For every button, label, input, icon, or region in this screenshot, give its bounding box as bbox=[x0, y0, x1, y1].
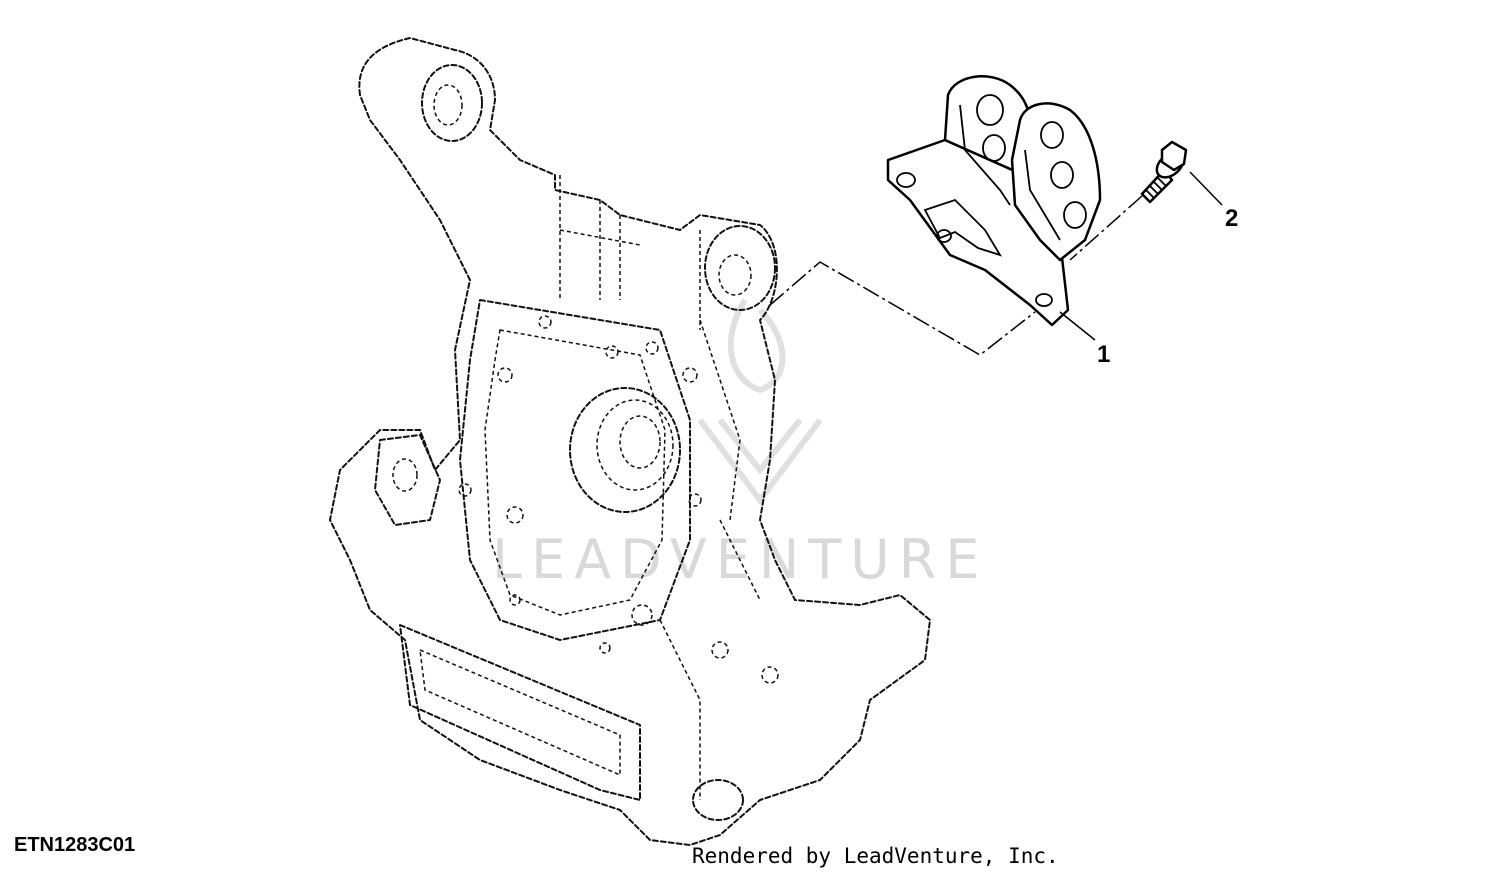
right-boss bbox=[704, 225, 776, 311]
cover-bolt-holes bbox=[458, 315, 779, 684]
plate-hole bbox=[936, 229, 952, 243]
watermark-text: LEADVENTURE bbox=[492, 528, 988, 591]
watermark: LEADVENTURE bbox=[492, 298, 988, 591]
ear-hole bbox=[1063, 201, 1087, 229]
seal-ring-inner bbox=[619, 415, 661, 469]
oil-pan-rail-inner bbox=[419, 648, 621, 777]
bracket-rib bbox=[959, 104, 1061, 241]
figure-code: ETN1283C01 bbox=[14, 834, 136, 856]
assembly-centerline bbox=[769, 261, 1036, 356]
lower-pulley-boss bbox=[692, 779, 744, 821]
callout-2-label: 2 bbox=[1225, 205, 1238, 232]
right-boss-bore bbox=[718, 254, 752, 296]
housing-ribs bbox=[559, 175, 761, 800]
ear-hole bbox=[976, 94, 1004, 126]
ear-hole bbox=[982, 134, 1006, 162]
oil-pan-rail bbox=[399, 624, 641, 801]
bolt-threads bbox=[1145, 177, 1167, 199]
front-cover-inner bbox=[484, 329, 666, 616]
ear-hole bbox=[1050, 161, 1074, 189]
watermark-logo-icon bbox=[697, 298, 823, 505]
plate-slot bbox=[923, 198, 1002, 257]
ear-hole bbox=[1040, 121, 1064, 149]
left-mount-lug bbox=[374, 434, 441, 526]
bolt-centerline bbox=[1069, 195, 1143, 261]
bolt-head bbox=[1160, 140, 1188, 172]
upper-boss bbox=[421, 64, 483, 142]
callout-1-label: 1 bbox=[1097, 341, 1110, 368]
housing-outline bbox=[329, 37, 931, 846]
seal-ring-outer bbox=[569, 387, 681, 513]
front-cover bbox=[459, 299, 691, 641]
flange-bolt-part-2 bbox=[1069, 140, 1188, 261]
seal-ring-mid bbox=[596, 399, 674, 491]
upper-boss-bore bbox=[433, 84, 463, 126]
engine-housing-phantom bbox=[329, 37, 931, 846]
plate-hole bbox=[1035, 293, 1053, 307]
render-credit: Rendered by LeadVenture, Inc. bbox=[692, 844, 1059, 868]
callout-1-leader bbox=[1059, 311, 1096, 341]
plate-hole bbox=[896, 172, 916, 188]
bracket-part-1 bbox=[886, 75, 1102, 327]
bracket-front-ear bbox=[1010, 102, 1102, 262]
callout-2-leader bbox=[1189, 171, 1223, 206]
